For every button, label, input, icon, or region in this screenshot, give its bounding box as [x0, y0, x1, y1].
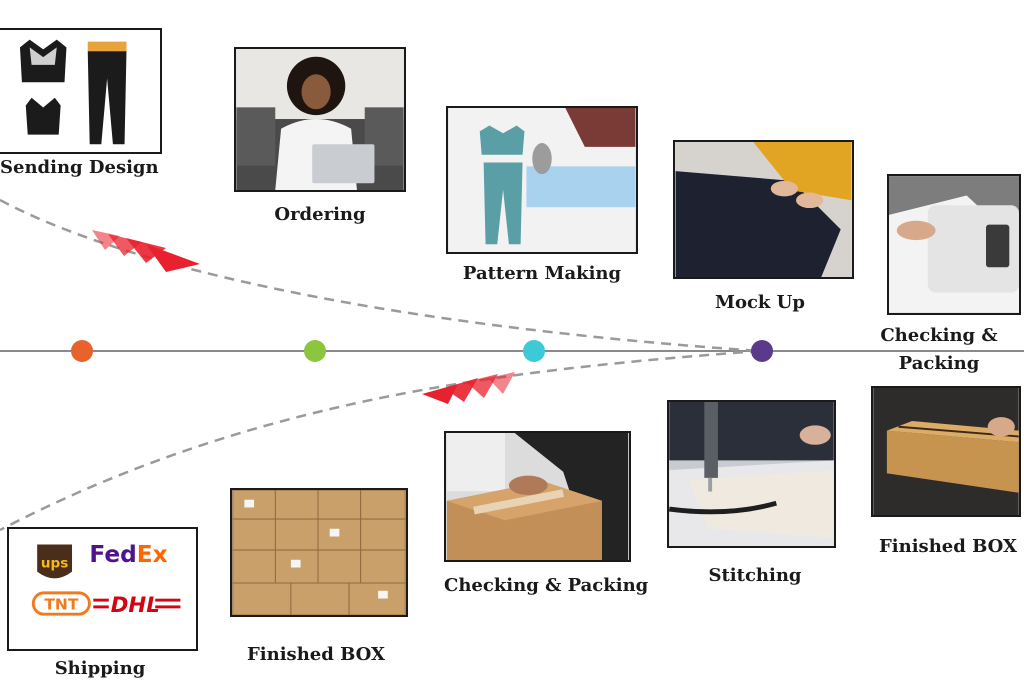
lower-dashed-path: [0, 349, 761, 532]
step-label-pattern-making: Pattern Making: [462, 263, 622, 284]
tnt-logo-text: TNT: [44, 595, 78, 613]
lower-direction-arrows: [422, 372, 515, 404]
stitching-image: [667, 400, 836, 548]
dhl-logo-text: DHL: [111, 593, 160, 618]
step-label-finished-box-upper: Finished BOX: [879, 536, 1017, 557]
dhl-logo-icon: DHL: [93, 593, 181, 618]
tnt-logo-icon: TNT: [31, 591, 91, 616]
timeline-dot-4: [751, 340, 773, 362]
svg-text:FedEx: FedEx: [89, 541, 167, 568]
fedex-logo-ex: Ex: [137, 541, 168, 568]
ups-logo-text: ups: [41, 556, 68, 572]
ordering-image: [234, 47, 406, 192]
timeline-dot-1: [71, 340, 93, 362]
step-label-finished-box-lower: Finished BOX: [247, 644, 385, 665]
leggings-icon: [87, 41, 127, 145]
step-label-checking-packing-upper: Checking & Packing: [874, 322, 1004, 378]
step-label-sending-design: Sending Design: [0, 157, 159, 178]
ups-logo-icon: ups: [37, 544, 73, 579]
pattern-making-image: [446, 106, 638, 254]
finished-box-lower-image: [230, 488, 408, 617]
step-label-line2: Packing: [898, 353, 980, 374]
step-label-line1: Checking &: [880, 325, 998, 346]
checking-packing-lower-image: [444, 431, 631, 562]
shipping-image: ups FedEx TNT DHL: [7, 527, 198, 651]
fedex-logo-icon: FedEx: [89, 541, 167, 568]
fedex-logo-fed: Fed: [89, 541, 136, 568]
timeline-dot-3: [523, 340, 545, 362]
step-label-checking-packing-lower: Checking & Packing: [444, 575, 649, 596]
mock-up-image: [673, 140, 854, 279]
sports-bra-icon: [19, 39, 67, 135]
checking-packing-upper-image: [887, 174, 1021, 315]
step-label-stitching: Stitching: [708, 565, 802, 586]
step-label-ordering: Ordering: [274, 204, 366, 225]
timeline-dot-2: [304, 340, 326, 362]
step-label-mock-up: Mock Up: [715, 292, 805, 313]
finished-box-upper-image: [871, 386, 1021, 517]
upper-dashed-path: [0, 198, 761, 353]
upper-direction-arrows: [92, 230, 200, 272]
sending-design-image: [0, 28, 162, 154]
step-label-shipping: Shipping: [54, 658, 146, 679]
